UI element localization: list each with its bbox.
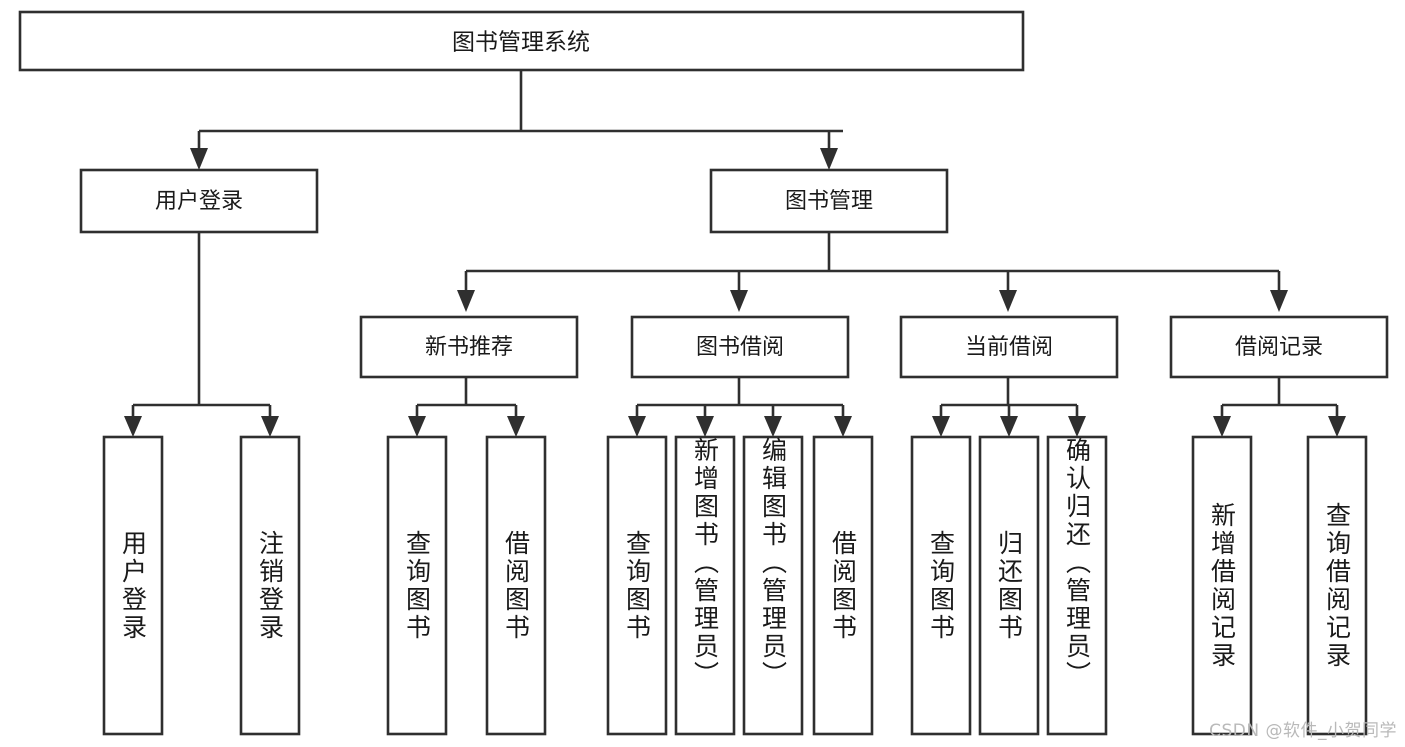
leaf-boxes-current-borrow [910,435,1108,736]
node-root-label: 图书管理系统 [452,30,590,56]
node-book-borrow[interactable]: 图书借阅 [630,315,850,379]
node-borrow-record-label: 借阅记录 [1235,335,1323,360]
connector-newbook-to-leaves [408,378,525,437]
node-user-login[interactable]: 用户登录 [79,168,319,234]
leaf-box [386,435,448,736]
leaf-box [485,435,547,736]
node-user-login-label: 用户登录 [155,189,243,214]
leaf-box [239,435,301,736]
leaf-box [1191,435,1253,736]
node-book-management[interactable]: 图书管理 [709,168,949,234]
leaf-box [102,435,164,736]
leaf-boxes-book-borrow [606,435,874,736]
leaf-box [742,435,804,736]
watermark-text: CSDN @软件_小贺同学 [1209,721,1397,741]
leaf-box [606,435,668,736]
leaf-boxes-new-book-recommend [386,435,547,736]
connector-borrowrecord-to-leaves [1213,378,1346,437]
node-current-borrow[interactable]: 当前借阅 [899,315,1119,379]
node-book-management-label: 图书管理 [785,189,873,214]
leaf-box [1046,435,1108,736]
node-new-book-recommend[interactable]: 新书推荐 [359,315,579,379]
leaf-box [978,435,1040,736]
leaf-box [812,435,874,736]
node-book-borrow-label: 图书借阅 [696,335,784,360]
leaf-boxes-user-login [102,435,301,736]
leaf-boxes-borrow-record [1191,435,1368,736]
connector-currentborrow-to-leaves [932,378,1086,437]
node-new-book-recommend-label: 新书推荐 [425,335,513,360]
leaf-box [1306,435,1368,736]
connector-bookmgmt-to-level3 [457,232,1288,312]
node-current-borrow-label: 当前借阅 [965,335,1053,360]
connector-root-to-level2 [190,70,843,170]
node-borrow-record[interactable]: 借阅记录 [1169,315,1389,379]
node-root[interactable]: 图书管理系统 [18,10,1025,72]
connector-userlogin-to-leaves [124,232,279,437]
connector-bookborrow-to-leaves [628,378,852,437]
leaf-box [674,435,736,736]
leaf-box [910,435,972,736]
